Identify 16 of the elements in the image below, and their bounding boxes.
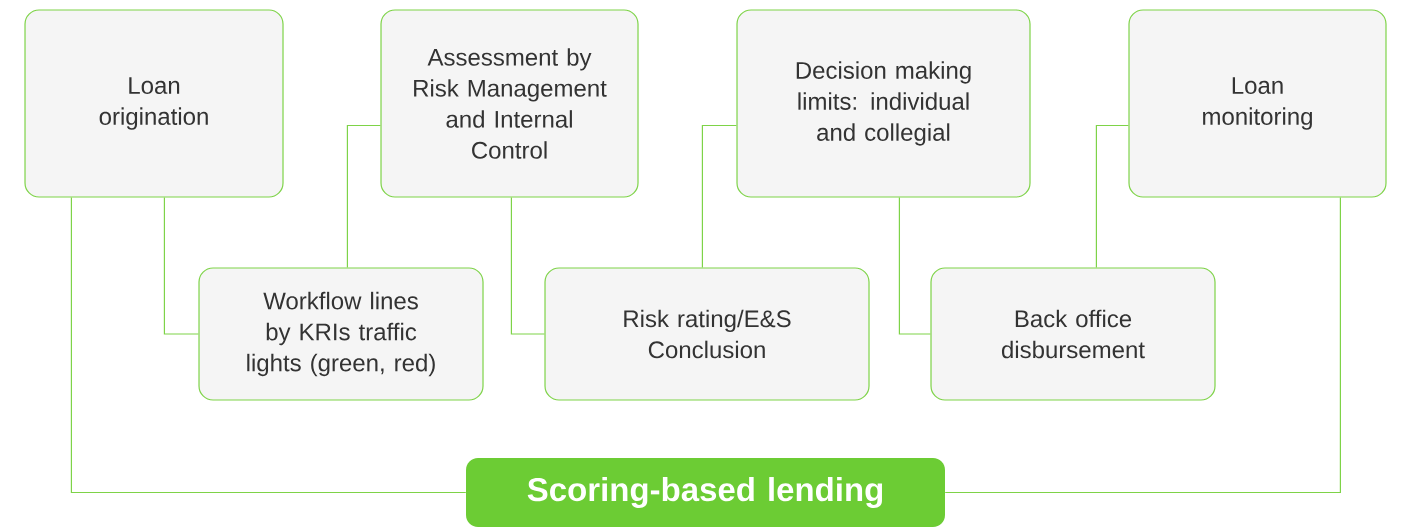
process-box: Risk rating/E&S Conclusion	[544, 267, 870, 401]
connector-line	[163, 197, 199, 335]
connector-line	[1095, 124, 1129, 268]
process-box: Loan monitoring	[1128, 9, 1387, 198]
process-box: Loan origination	[24, 9, 284, 198]
connector-line	[346, 124, 381, 268]
process-box: Decision making limits: individual and collegial	[736, 9, 1031, 198]
connector-line	[898, 197, 931, 335]
connector-line	[701, 124, 737, 268]
connector-line	[510, 197, 545, 335]
title-box: Scoring-based lending	[466, 458, 945, 527]
process-box: Back office disbursement	[930, 267, 1216, 401]
process-box: Assessment by Risk Management and Internal Control	[380, 9, 639, 198]
connector-line	[944, 197, 1341, 494]
process-box: Workflow lines by KRIs traffic lights (green, red)	[198, 267, 484, 401]
connector-line	[70, 197, 467, 494]
